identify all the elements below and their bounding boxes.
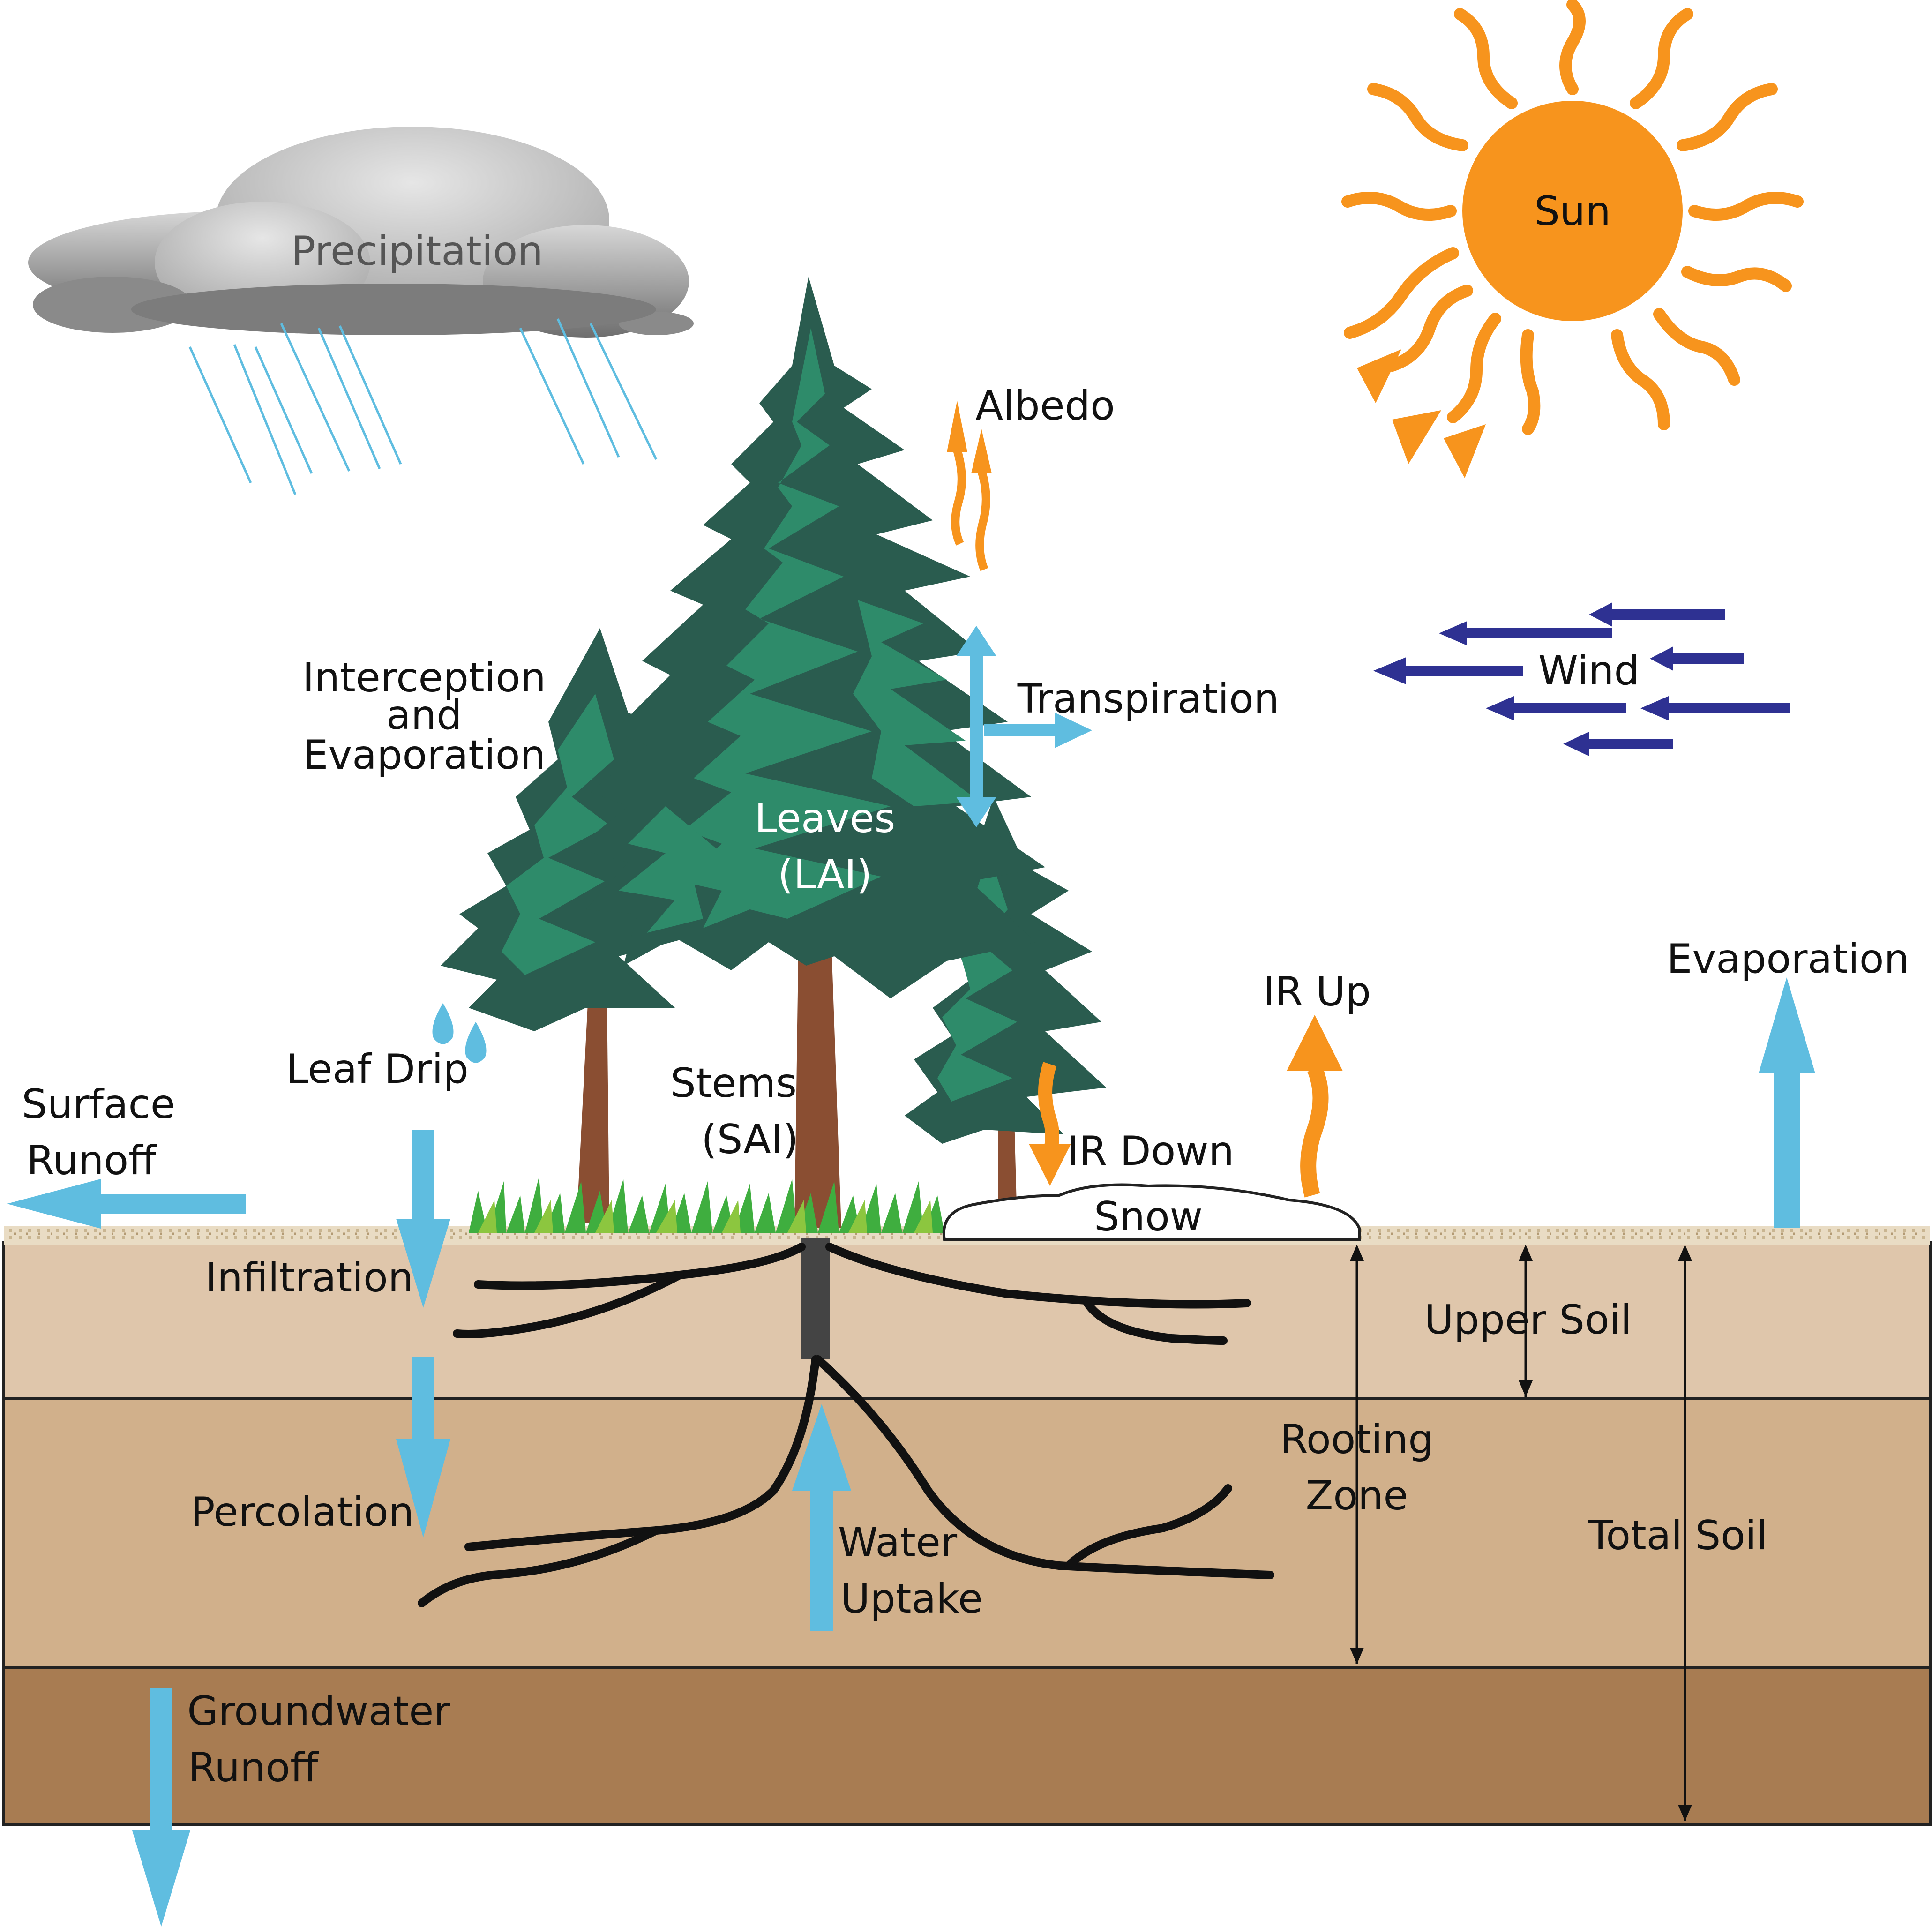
leaves-label-line1: Leaves bbox=[755, 795, 896, 842]
snow-mound-icon bbox=[942, 1183, 1361, 1241]
total-soil-label: Total Soil bbox=[1588, 1512, 1767, 1559]
rooting-zone-label-line1: Rooting bbox=[1280, 1416, 1434, 1463]
surface-runoff-label-line2: Runoff bbox=[27, 1137, 157, 1184]
groundwater-layer bbox=[2, 1666, 1932, 1826]
evaporation-label: Evaporation bbox=[1667, 936, 1910, 983]
ir-down-arrow bbox=[1029, 1062, 1071, 1186]
cloud-icon bbox=[28, 127, 694, 338]
evaporation-arrow bbox=[1759, 977, 1815, 1228]
transpiration-label: Transpiration bbox=[1017, 675, 1280, 722]
soil-profile bbox=[2, 1241, 1932, 1826]
albedo-label: Albedo bbox=[975, 383, 1115, 429]
groundwater-runoff-label-line2: Runoff bbox=[188, 1744, 319, 1791]
sun-icon bbox=[1341, 0, 1804, 478]
percolation-label: Percolation bbox=[191, 1489, 414, 1536]
groundwater-runoff-label-line1: Groundwater bbox=[187, 1688, 450, 1735]
leaf-drip-label: Leaf Drip bbox=[286, 1046, 469, 1093]
precipitation-label: Precipitation bbox=[291, 228, 543, 275]
interception-label-line1: Interception bbox=[302, 654, 546, 701]
upper-soil-marker bbox=[1519, 1245, 1533, 1397]
transpiration-arrows bbox=[956, 626, 1092, 827]
water-uptake-label-line1: Water bbox=[838, 1519, 958, 1566]
root-system bbox=[418, 1238, 1274, 1607]
stems-label-line2: (SAI) bbox=[701, 1116, 798, 1163]
leaves-label-line2: (LAI) bbox=[778, 851, 872, 898]
albedo-arrows bbox=[947, 401, 992, 571]
rooting-zone-label-line2: Zone bbox=[1306, 1472, 1408, 1519]
surface-runoff-arrow bbox=[7, 1179, 246, 1229]
wind-label: Wind bbox=[1538, 647, 1640, 694]
tap-root bbox=[801, 1238, 830, 1359]
rain-lines bbox=[188, 318, 658, 495]
sun-label: Sun bbox=[1534, 188, 1611, 235]
upper-soil-label: Upper Soil bbox=[1424, 1297, 1632, 1343]
rooting-zone-marker bbox=[1350, 1245, 1364, 1664]
left-trunk bbox=[577, 994, 609, 1223]
water-uptake-label-line2: Uptake bbox=[840, 1575, 983, 1622]
percolation-arrow bbox=[396, 1357, 450, 1538]
upper-soil-layer bbox=[2, 1241, 1932, 1400]
total-soil-marker bbox=[1678, 1245, 1692, 1821]
tree-icon bbox=[441, 277, 1106, 1228]
stems-label-line1: Stems bbox=[670, 1060, 797, 1107]
ir-up-arrow bbox=[1287, 1015, 1343, 1198]
ir-up-label: IR Up bbox=[1263, 968, 1371, 1015]
interception-label-line2: and bbox=[386, 692, 462, 739]
interception-label-line3: Evaporation bbox=[303, 732, 546, 779]
raindrop-icon bbox=[432, 1003, 487, 1063]
infiltration-label: Infiltration bbox=[205, 1254, 413, 1301]
infiltration-arrow bbox=[396, 1130, 450, 1308]
soil-depth-markers bbox=[1350, 1245, 1692, 1821]
radiation-arrows bbox=[947, 401, 1343, 1198]
water-arrows bbox=[7, 626, 1815, 1927]
snow-label: Snow bbox=[1094, 1193, 1203, 1240]
grass bbox=[469, 1177, 944, 1233]
wind-arrows bbox=[1373, 602, 1790, 756]
water-uptake-arrow bbox=[792, 1404, 851, 1631]
surface-runoff-label-line1: Surface bbox=[22, 1081, 175, 1128]
groundwater-runoff-arrow bbox=[132, 1688, 190, 1927]
main-trunk bbox=[794, 891, 841, 1228]
ir-down-label: IR Down bbox=[1067, 1128, 1234, 1175]
